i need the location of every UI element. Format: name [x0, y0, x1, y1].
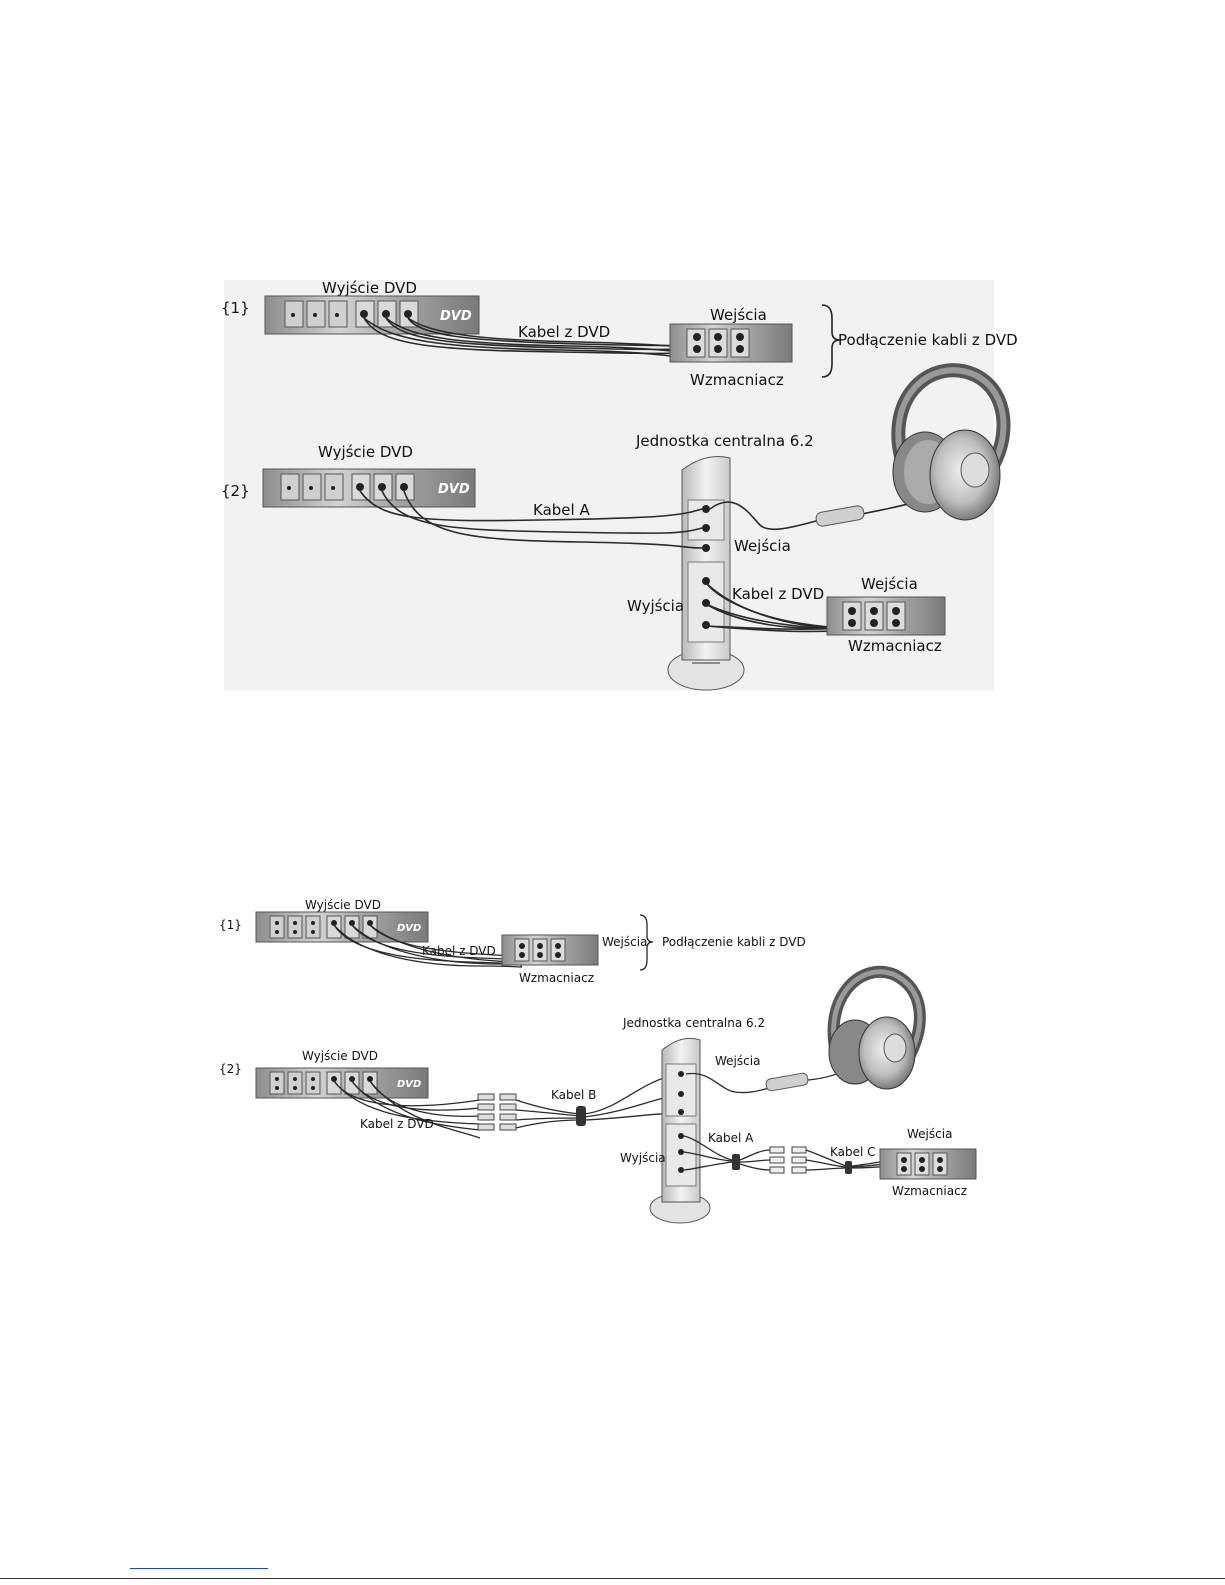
- bottom-row2-rca-adapters: [477, 1093, 517, 1131]
- bottom-row1-amplifier: [501, 934, 599, 966]
- bottom-row1-index: {1}: [219, 918, 242, 932]
- bottom-row1-dvd-player: DVD: [255, 911, 429, 943]
- bottom-row2-dvd-logo: DVD: [397, 1079, 421, 1090]
- bottom-row1-brace: [639, 914, 654, 971]
- bottom-row2-cable-a-label: Kabel A: [708, 1131, 754, 1145]
- bottom-row2-unit-outputs-label: Wyjścia: [620, 1151, 666, 1165]
- bottom-inline-remote-icon: [765, 1072, 809, 1092]
- bottom-row1-brace-label: Podłączenie kabli z DVD: [662, 935, 806, 949]
- bottom-row2-central-unit-label: Jednostka centralna 6.2: [622, 1016, 765, 1030]
- footer-link-underline[interactable]: [130, 1568, 268, 1569]
- top-row1-dvd-player: DVD: [264, 295, 480, 335]
- top-row2-unit-inputs-label: Wejścia: [734, 537, 791, 555]
- bottom-row2-cable-b-label: Kabel B: [551, 1088, 596, 1102]
- top-row1-dvd-label: Wyjście DVD: [322, 279, 417, 297]
- top-row2-cable-dvd-label: Kabel z DVD: [732, 585, 824, 603]
- top-row2-central-unit-label: Jednostka centralna 6.2: [635, 432, 814, 450]
- top-row2-cables-a: [359, 490, 703, 549]
- bottom-row2-rca-adapters-2: [769, 1146, 807, 1174]
- top-row2: {2} Wyjście DVD DVD Jednostka centralna …: [221, 363, 1011, 691]
- top-row1: {1} Wyjście DVD DVD Kabel z DVD: [221, 279, 1018, 389]
- top-row2-amplifier: [826, 596, 946, 636]
- top-row2-dvd-logo: DVD: [438, 482, 470, 497]
- figure-top: {1} Wyjście DVD DVD Kabel z DVD: [221, 279, 1018, 691]
- top-row2-amp-label: Wzmacniacz: [848, 637, 942, 655]
- bottom-row1: {1} Wyjście DVD DVD Kabel z DVD: [219, 898, 806, 985]
- bottom-row2-index: {2}: [219, 1062, 242, 1076]
- top-row2-unit-outputs-label: Wyjścia: [627, 597, 684, 615]
- bottom-row1-cable-label: Kabel z DVD: [422, 944, 496, 958]
- bottom-row2-cable-b: [515, 1073, 681, 1129]
- top-row1-amplifier: [669, 323, 793, 363]
- bottom-row2-dvd-player: DVD: [255, 1067, 429, 1099]
- top-row1-index: {1}: [221, 299, 250, 317]
- top-row2-amp-inputs-label: Wejścia: [861, 575, 918, 593]
- bottom-row1-amp-label: Wzmacniacz: [519, 971, 594, 985]
- bottom-row2-cable-a: [683, 1135, 771, 1171]
- ferrite-core-c-icon: [845, 1161, 852, 1174]
- bottom-row2-dvd-label: Wyjście DVD: [302, 1049, 378, 1063]
- bottom-row2-amplifier: [879, 1148, 977, 1180]
- bottom-row1-amp-inputs-label: Wejścia: [602, 935, 647, 949]
- headphones-icon: [891, 363, 1011, 521]
- top-row1-brace-label: Podłączenie kabli z DVD: [838, 331, 1018, 349]
- top-row2-cable-a-label: Kabel A: [533, 501, 590, 519]
- top-row1-brace: [821, 304, 841, 378]
- top-row1-amp-inputs-label: Wejścia: [710, 306, 767, 324]
- figure-bottom: {1} Wyjście DVD DVD Kabel z DVD: [219, 898, 977, 1224]
- ferrite-core-b-icon: [576, 1106, 586, 1126]
- bottom-row1-dvd-label: Wyjście DVD: [305, 898, 381, 912]
- bottom-row2-cable-c-label: Kabel C: [830, 1145, 876, 1159]
- top-row1-amp-label: Wzmacniacz: [690, 371, 784, 389]
- top-row2-dvd-label: Wyjście DVD: [318, 443, 413, 461]
- bottom-row2-amp-inputs-label: Wejścia: [907, 1127, 952, 1141]
- top-row1-cable-label: Kabel z DVD: [518, 323, 610, 341]
- ferrite-core-a-icon: [732, 1154, 740, 1170]
- bottom-row2-cable-dvd-label: Kabel z DVD: [360, 1117, 434, 1131]
- bottom-row2-amp-label: Wzmacniacz: [892, 1184, 967, 1198]
- bottom-row2: {2} Wyjście DVD DVD: [219, 965, 977, 1224]
- top-row2-central-unit: [667, 456, 745, 691]
- bottom-row2-dvd-cables: [333, 1080, 481, 1139]
- bottom-row1-dvd-logo: DVD: [397, 923, 421, 934]
- bottom-row2-central-unit: [649, 1037, 711, 1224]
- footer-rule: [0, 1578, 1225, 1579]
- top-row2-index: {2}: [221, 482, 250, 500]
- bottom-headphones-icon: [827, 965, 926, 1090]
- bottom-row2-unit-inputs-label: Wejścia: [715, 1054, 760, 1068]
- inline-remote-icon: [815, 505, 865, 527]
- top-row1-dvd-logo: DVD: [440, 309, 472, 324]
